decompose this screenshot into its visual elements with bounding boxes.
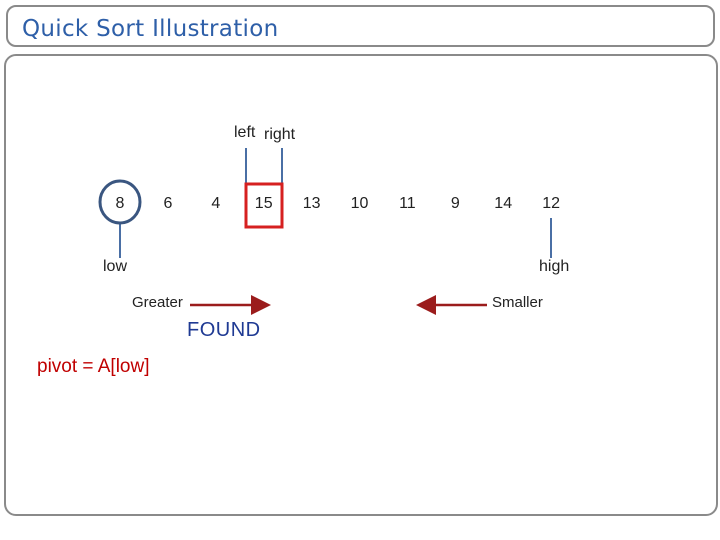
array-cell-9: 12 xyxy=(542,195,560,212)
greater-label: Greater xyxy=(132,294,183,311)
page-title: Quick Sort Illustration xyxy=(22,16,279,42)
array-cell-3: 15 xyxy=(255,195,273,212)
pivot-circle xyxy=(98,179,142,225)
right-pointer-label: right xyxy=(264,126,296,143)
array-cell-6: 11 xyxy=(399,195,416,212)
high-pointer-label: high xyxy=(539,258,570,275)
pivot-formula: pivot = A[low] xyxy=(37,356,150,377)
array-cell-8: 14 xyxy=(494,195,512,212)
smaller-label: Smaller xyxy=(492,294,543,311)
array-cell-7: 9 xyxy=(451,195,460,212)
array-cell-4: 13 xyxy=(303,195,321,212)
content-panel xyxy=(4,54,718,516)
array-cells: 8 6 4 15 13 10 11 9 14 12 xyxy=(116,195,561,212)
low-pointer-label: low xyxy=(103,258,128,275)
array-cell-5: 10 xyxy=(351,195,369,212)
found-label: FOUND xyxy=(187,319,261,341)
array-cell-0: 8 xyxy=(116,195,125,212)
found-box xyxy=(244,182,284,229)
array-cell-2: 4 xyxy=(211,195,220,212)
array-cell-1: 6 xyxy=(163,195,172,212)
left-pointer-label: left xyxy=(234,124,256,141)
title-bar: Quick Sort Illustration xyxy=(6,5,715,47)
